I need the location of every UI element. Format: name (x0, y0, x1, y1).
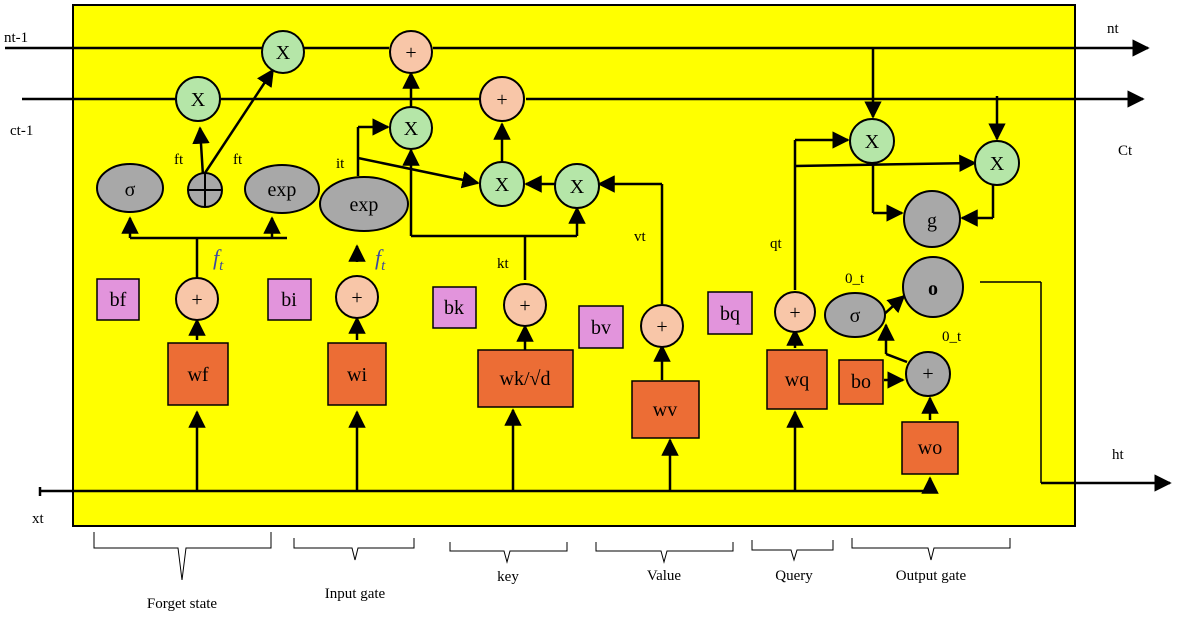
section-caption-query: Query (775, 568, 813, 584)
bias-label-bi: bi (281, 289, 297, 311)
bias-label-bv: bv (591, 317, 611, 339)
label-o-t-a: 0_t (845, 271, 865, 287)
multiply-node-input-c: X (389, 106, 433, 150)
bias-box-bf: bf (96, 278, 140, 321)
sigma-forget-node: σ (96, 163, 164, 213)
forget-sum-node (187, 172, 223, 208)
multiply-symbol: X (191, 89, 206, 111)
multiply-node-forget-n: X (261, 30, 305, 74)
label-o-t-b: 0_t (942, 329, 962, 345)
exp-input-node: exp (319, 176, 409, 232)
weight-box-wo: wo (901, 421, 959, 475)
label-ft-a: ft (174, 152, 184, 168)
label-qt: qt (770, 236, 783, 252)
section-caption-key: key (497, 569, 519, 585)
bias-box-bo: bo (838, 359, 884, 405)
add-symbol: + (351, 287, 362, 309)
exp-forget-node: exp (244, 164, 320, 214)
weight-label-wv: wv (653, 399, 677, 421)
section-caption-value: Value (647, 568, 681, 584)
multiply-symbol: X (865, 131, 880, 153)
label-it: it (336, 156, 345, 172)
sigma-output-node: σ (824, 292, 886, 338)
bias-label-bo: bo (851, 371, 871, 393)
weight-box-wk: wk/√d (477, 349, 574, 408)
bias-box-bk: bk (432, 286, 477, 329)
weight-box-wq: wq (766, 349, 828, 410)
add-symbol: + (656, 316, 667, 338)
bias-label-bk: bk (444, 297, 464, 319)
weight-label-wq: wq (785, 369, 809, 391)
weight-label-wo: wo (918, 437, 942, 459)
bias-box-bi: bi (267, 278, 312, 321)
multiply-symbol: X (276, 42, 291, 64)
sigma-symbol: σ (125, 179, 136, 201)
multiply-symbol: X (495, 174, 510, 196)
label-vt: vt (634, 229, 647, 245)
add-node-query: + (774, 291, 816, 333)
multiply-node-query-c: X (974, 140, 1020, 186)
connections (5, 39, 1172, 496)
multiply-symbol: X (570, 176, 585, 198)
exp-symbol: exp (268, 179, 297, 201)
sigma-symbol: σ (850, 305, 861, 327)
o-symbol: o (928, 278, 938, 300)
label-ft-b: ft (233, 152, 243, 168)
add-symbol: + (405, 42, 416, 64)
weight-box-wv: wv (631, 380, 700, 439)
multiply-node-query-n: X (849, 118, 895, 164)
section-caption-output: Output gate (896, 568, 967, 584)
output-label-nt: nt (1107, 21, 1120, 37)
add-symbol: + (496, 89, 507, 111)
add-symbol: + (789, 302, 800, 324)
weight-box-wf: wf (167, 342, 229, 406)
exp-symbol: exp (350, 194, 379, 216)
add-node-value: + (640, 304, 684, 348)
input-label-ct-1: ct-1 (10, 123, 33, 139)
weight-label-wf: wf (187, 364, 208, 386)
weight-label-wi: wi (347, 364, 367, 386)
bias-label-bf: bf (110, 289, 127, 311)
label-kt: kt (497, 256, 510, 272)
add-node-input: + (335, 275, 379, 319)
multiply-node-input-kv: X (479, 161, 525, 207)
multiply-symbol: X (990, 153, 1005, 175)
g-symbol: g (927, 210, 937, 232)
multiply-symbol: X (404, 118, 419, 140)
add-symbol: + (519, 295, 530, 317)
multiply-node-kv: X (554, 163, 600, 209)
section-caption-input: Input gate (325, 586, 386, 602)
g-node: g (903, 190, 961, 248)
bias-box-bq: bq (707, 291, 753, 335)
add-node-forget: + (175, 277, 219, 321)
o-node: o (902, 256, 964, 318)
input-label-xt: xt (32, 511, 45, 527)
add-node-c: + (479, 76, 525, 122)
bias-label-bq: bq (720, 303, 740, 325)
add-node-output: + (905, 351, 951, 397)
output-label-ht: ht (1112, 447, 1125, 463)
label-f-italic-b: ft (375, 245, 386, 274)
bias-box-bv: bv (578, 305, 624, 349)
section-caption-forget: Forget state (147, 596, 217, 612)
add-node-key: + (503, 283, 547, 327)
add-symbol: + (191, 289, 202, 311)
input-label-nt-1: nt-1 (4, 30, 28, 46)
output-label-ct: Ct (1118, 143, 1133, 159)
section-braces (93, 532, 1011, 581)
label-f-italic-a: ft (213, 245, 224, 274)
multiply-node-forget-c: X (175, 76, 221, 122)
weight-box-wi: wi (327, 342, 387, 406)
add-node-n: + (389, 30, 433, 74)
weight-label-wk: wk/√d (500, 368, 551, 390)
add-symbol: + (922, 363, 933, 385)
